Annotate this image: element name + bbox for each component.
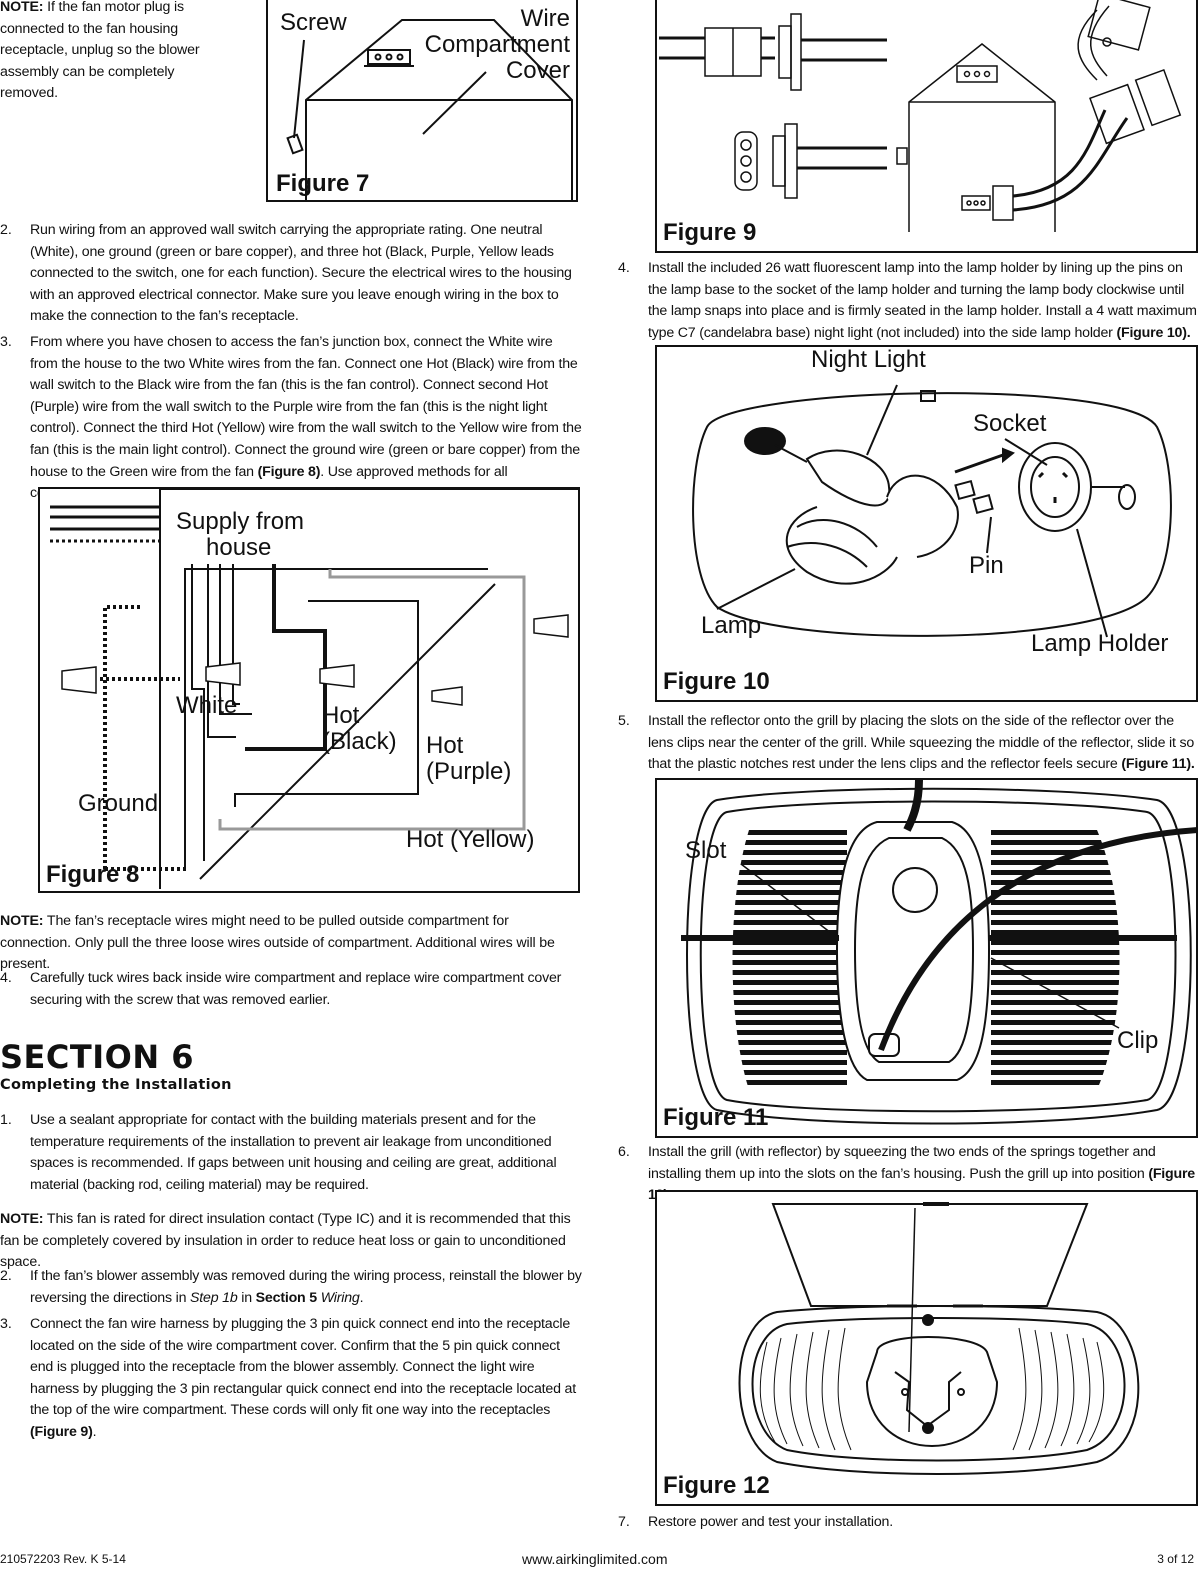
step-number: 3. xyxy=(0,334,12,350)
figure-8-caption: Figure 8 xyxy=(46,861,140,888)
figure-10: Night Light Socket Pin Lamp Lamp Holder … xyxy=(655,345,1198,702)
figure-11-caption: Figure 11 xyxy=(663,1104,769,1131)
note-text: This fan is rated for direct insulation … xyxy=(0,1211,571,1271)
step-text: Connect the fan wire harness by plugging… xyxy=(30,1314,582,1444)
step-number: 1. xyxy=(0,1112,12,1128)
figure-ref: (Figure 10). xyxy=(1116,324,1191,341)
fig11-slot-label: Slot xyxy=(685,837,727,864)
step-number: 2. xyxy=(0,222,12,238)
step-number: 5. xyxy=(618,713,630,729)
fig10-pin-label: Pin xyxy=(969,552,1004,579)
step-text-body: Install the grill (with reflector) by sq… xyxy=(648,1144,1156,1182)
figure-8-illustration xyxy=(50,489,578,889)
step-text: Install the grill (with reflector) by sq… xyxy=(648,1142,1198,1207)
fig8-hot-yellow-label: Hot (Yellow) xyxy=(406,826,535,853)
note-label: NOTE: xyxy=(0,913,44,929)
fig8-hot-purple-label-2: (Purple) xyxy=(426,758,512,785)
step-text-end: . xyxy=(92,1423,97,1440)
step-number: 4. xyxy=(618,260,630,276)
figure-7-caption: Figure 7 xyxy=(276,170,370,197)
step-text: Restore power and test your installation… xyxy=(648,1514,893,1530)
step-text-in: in xyxy=(237,1289,256,1306)
step-ref: Step 1b xyxy=(190,1289,238,1306)
step-text: If the fan’s blower assembly was removed… xyxy=(30,1266,582,1309)
fig7-compartment-label: Compartment xyxy=(424,31,570,58)
footer-page-number: 3 of 12 xyxy=(1157,1552,1194,1566)
figure-ref: (Figure 9) xyxy=(30,1423,93,1440)
fig11-clip-label: Clip xyxy=(1117,1027,1159,1054)
fig7-cover-label: Cover xyxy=(505,57,570,84)
figure-10-illustration xyxy=(692,384,1172,638)
note-text: The fan’s receptacle wires might need to… xyxy=(0,913,555,973)
note-label: NOTE: xyxy=(0,1211,44,1227)
section-name: Wiring xyxy=(316,1289,360,1306)
step-text-end: . xyxy=(359,1289,364,1306)
figure-8: Supply from house White Hot (Black) Hot … xyxy=(38,487,580,893)
step-text-body: Install the included 26 watt fluorescent… xyxy=(648,260,1197,341)
step-text: Carefully tuck wires back inside wire co… xyxy=(30,970,562,1008)
section-subtitle: Completing the Installation xyxy=(0,1077,232,1093)
figure-7: Screw Wire Compartment Cover Figure 7 xyxy=(266,0,578,202)
figure-7-illustration xyxy=(286,19,573,200)
fig8-white-label: White xyxy=(176,692,238,719)
step-text: Use a sealant appropriate for contact wi… xyxy=(30,1112,557,1193)
step-text: Install the reflector onto the grill by … xyxy=(648,711,1198,776)
step-number: 3. xyxy=(0,1316,12,1332)
note-top: NOTE: If the fan motor plug is connected… xyxy=(0,0,200,105)
step-text: Install the included 26 watt fluorescent… xyxy=(648,258,1198,344)
step-text-body: If the fan’s blower assembly was removed… xyxy=(30,1268,582,1306)
note-low: NOTE: This fan is rated for direct insul… xyxy=(0,1209,582,1274)
note-mid: NOTE: The fan’s receptacle wires might n… xyxy=(0,911,582,976)
figure-12-caption: Figure 12 xyxy=(663,1472,770,1499)
figure-9-caption: Figure 9 xyxy=(663,219,757,246)
note-text: If the fan motor plug is connected to th… xyxy=(0,0,200,102)
fig8-supply-label: Supply from xyxy=(176,508,305,535)
figure-ref: (Figure 11). xyxy=(1121,756,1195,773)
step-number: 7. xyxy=(618,1514,630,1530)
step-text: Run wiring from an approved wall switch … xyxy=(30,222,572,325)
fig10-lamp-label: Lamp xyxy=(701,612,762,639)
figure-9-illustration xyxy=(659,0,1182,232)
fig8-supply-label-2: house xyxy=(206,534,272,561)
footer-website: www.airkinglimited.com xyxy=(522,1551,668,1567)
figure-11: Slot Clip Figure 11 xyxy=(655,778,1198,1138)
section-ref: Section 5 xyxy=(255,1289,317,1306)
footer-doc-number: 210572203 Rev. K 5-14 xyxy=(0,1552,126,1566)
step-number: 6. xyxy=(618,1144,630,1160)
figure-10-caption: Figure 10 xyxy=(663,668,770,695)
fig8-ground-label: Ground xyxy=(78,790,159,817)
figure-12-illustration xyxy=(738,1202,1140,1475)
fig7-screw-label: Screw xyxy=(280,9,347,36)
figure-11-illustration xyxy=(681,780,1196,1125)
step-text-body: Connect the fan wire harness by plugging… xyxy=(30,1316,576,1419)
fig7-wire-label: Wire xyxy=(520,5,570,32)
fig8-hot-purple-label: Hot xyxy=(426,732,464,759)
step-text-body: Install the reflector onto the grill by … xyxy=(648,713,1195,773)
note-label: NOTE: xyxy=(0,0,44,15)
fig8-hot-black-label-2: (Black) xyxy=(322,728,397,755)
figure-12: Figure 12 xyxy=(655,1190,1198,1506)
fig10-lamp-holder-label: Lamp Holder xyxy=(1031,630,1169,657)
figure-ref: (Figure 8) xyxy=(257,463,321,480)
fig8-hot-black-label: Hot xyxy=(322,702,360,729)
step-text-body: From where you have chosen to access the… xyxy=(30,334,582,480)
section-title: SECTION 6 xyxy=(0,1038,195,1076)
step-text: From where you have chosen to access the… xyxy=(30,332,582,505)
fig10-socket-label: Socket xyxy=(973,410,1047,437)
step-number: 4. xyxy=(0,970,12,986)
step-number: 2. xyxy=(0,1268,12,1284)
fig10-night-light-label: Night Light xyxy=(811,346,926,373)
figure-9: Figure 9 xyxy=(655,0,1198,253)
